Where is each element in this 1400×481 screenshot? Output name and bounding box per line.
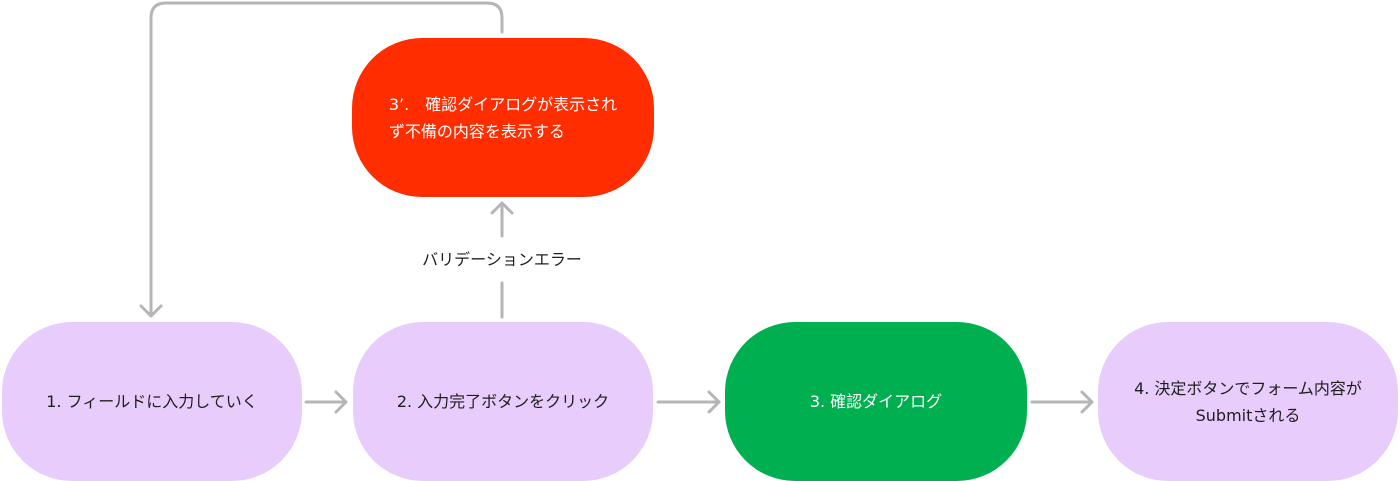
node-label-line: Submitされる bbox=[1195, 405, 1301, 425]
node-label-line: 3’. 確認ダイアログが表示され bbox=[388, 94, 618, 114]
node-step4-label: 4. 決定ボタンでフォーム内容が Submitされる bbox=[1134, 375, 1362, 429]
node-step1-input-fields: 1. フィールドに入力していく bbox=[2, 322, 302, 481]
node-step3-label: 3. 確認ダイアログ bbox=[810, 388, 942, 415]
arrow-node2-to-error-upper bbox=[490, 201, 514, 238]
edge-label-validation-error: バリデーションエラー bbox=[422, 250, 582, 269]
arrow-error-to-node1 bbox=[139, 1, 504, 318]
node-label-line: 4. 決定ボタンでフォーム内容が bbox=[1134, 378, 1362, 398]
node-validation-error-label: 3’. 確認ダイアログが表示され ず不備の内容を表示する bbox=[389, 91, 617, 145]
node-step1-label: 1. フィールドに入力していく bbox=[46, 388, 258, 415]
node-label-line: ず不備の内容を表示する bbox=[388, 121, 565, 141]
node-step2-label: 2. 入力完了ボタンをクリック bbox=[397, 388, 609, 415]
node-label-line: 1. フィールドに入力していく bbox=[46, 392, 258, 411]
node-step2-click-complete: 2. 入力完了ボタンをクリック bbox=[353, 322, 653, 481]
arrow-node2-to-node3 bbox=[656, 390, 721, 414]
node-step4-submit: 4. 決定ボタンでフォーム内容が Submitされる bbox=[1098, 322, 1398, 481]
node-validation-error-dialog: 3’. 確認ダイアログが表示され ず不備の内容を表示する bbox=[352, 38, 654, 197]
arrow-node1-to-node2 bbox=[304, 390, 348, 414]
node-step3-confirm-dialog: 3. 確認ダイアログ bbox=[725, 322, 1027, 481]
node-label-line: 3. 確認ダイアログ bbox=[809, 392, 943, 411]
node-label-line: 2. 入力完了ボタンをクリック bbox=[396, 392, 610, 411]
arrow-node3-to-node4 bbox=[1030, 390, 1094, 414]
